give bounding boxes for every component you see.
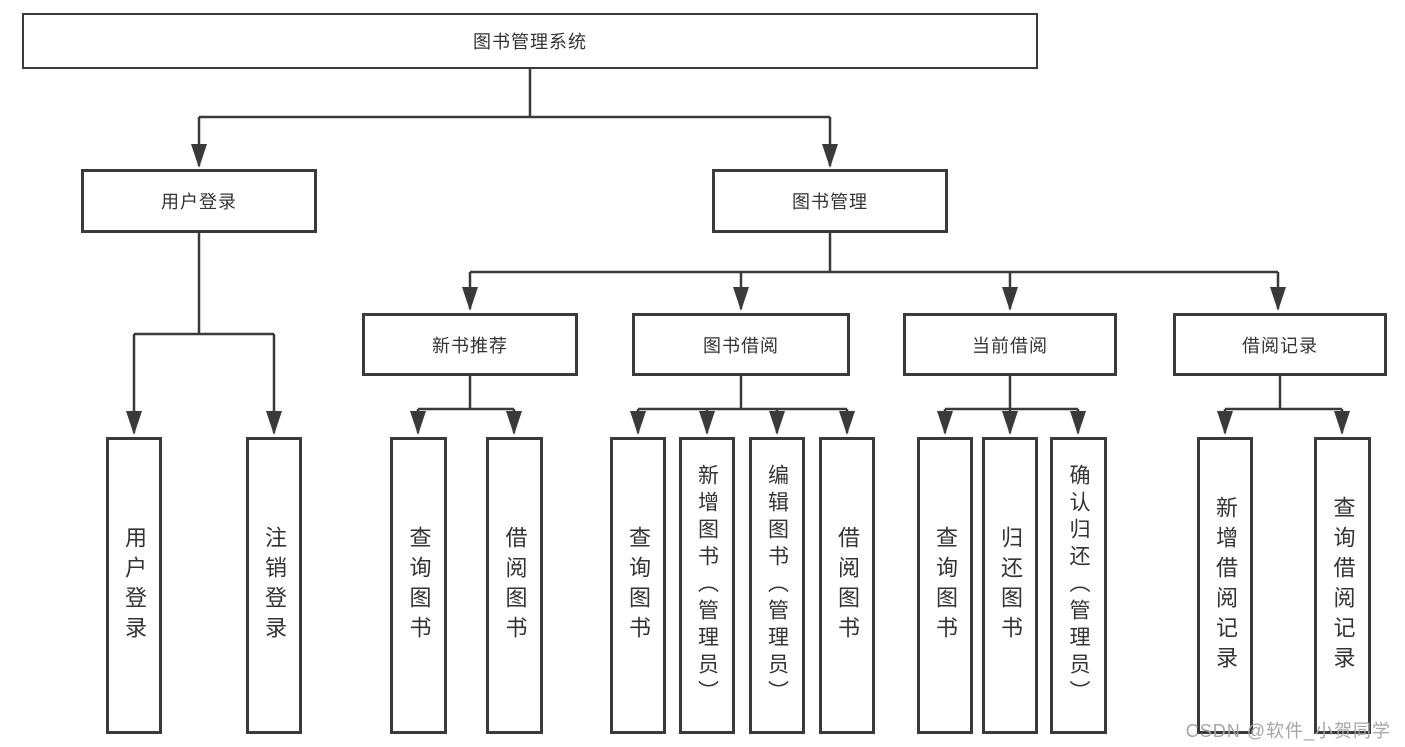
node-label: 归还图书 [998, 525, 1023, 646]
leaf-borrow-books-recommend: 借阅图书 [486, 437, 543, 734]
node-label: 新书推荐 [432, 335, 508, 356]
node-current-borrowing: 当前借阅 [903, 313, 1117, 376]
node-label: 用户登录 [161, 192, 237, 212]
leaf-logout: 注销登录 [246, 437, 302, 734]
node-label: 查询图书 [406, 525, 432, 646]
node-label: 新增借阅记录 [1213, 495, 1238, 676]
leaf-add-borrow-record: 新增借阅记录 [1197, 437, 1253, 734]
node-label: 图书借阅 [703, 335, 779, 356]
node-user-login: 用户登录 [81, 169, 317, 233]
node-label: 查询图书 [626, 525, 651, 646]
leaf-edit-book-admin: 编辑图书（管理员） [749, 437, 805, 734]
node-label: 用户登录 [122, 525, 147, 646]
node-book-management: 图书管理 [712, 169, 948, 233]
node-book-borrowing: 图书借阅 [632, 313, 850, 376]
node-library-management-system: 图书管理系统 [22, 13, 1038, 69]
node-label: 新增图书（管理员） [695, 464, 719, 707]
leaf-borrow-books: 借阅图书 [819, 437, 875, 734]
node-label: 当前借阅 [972, 335, 1048, 356]
csdn-watermark: CSDN @软件_小贺同学 [1185, 721, 1391, 741]
node-label: 借阅记录 [1242, 335, 1318, 356]
node-label: 确认归还（管理员） [1067, 464, 1090, 707]
node-label: 查询图书 [933, 525, 958, 646]
leaf-add-book-admin: 新增图书（管理员） [679, 437, 735, 734]
leaf-query-books-borrow: 查询图书 [610, 437, 666, 734]
node-label: 借阅图书 [502, 525, 528, 646]
leaf-query-books-current: 查询图书 [917, 437, 973, 734]
node-label: 图书管理系统 [473, 32, 587, 52]
node-label: 编辑图书（管理员） [765, 464, 789, 707]
node-label: 注销登录 [262, 525, 287, 646]
leaf-confirm-return-admin: 确认归还（管理员） [1050, 437, 1107, 734]
leaf-query-borrow-record: 查询借阅记录 [1314, 437, 1371, 734]
node-label: 图书管理 [792, 192, 868, 212]
leaf-user-login: 用户登录 [106, 437, 162, 734]
leaf-query-books-recommend: 查询图书 [390, 437, 447, 734]
leaf-return-book: 归还图书 [982, 437, 1038, 734]
arrowheads [126, 144, 1350, 435]
node-label: 借阅图书 [835, 525, 860, 646]
node-label: 查询借阅记录 [1330, 495, 1356, 676]
node-borrowing-records: 借阅记录 [1173, 313, 1387, 376]
node-new-book-recommendation: 新书推荐 [362, 313, 578, 376]
